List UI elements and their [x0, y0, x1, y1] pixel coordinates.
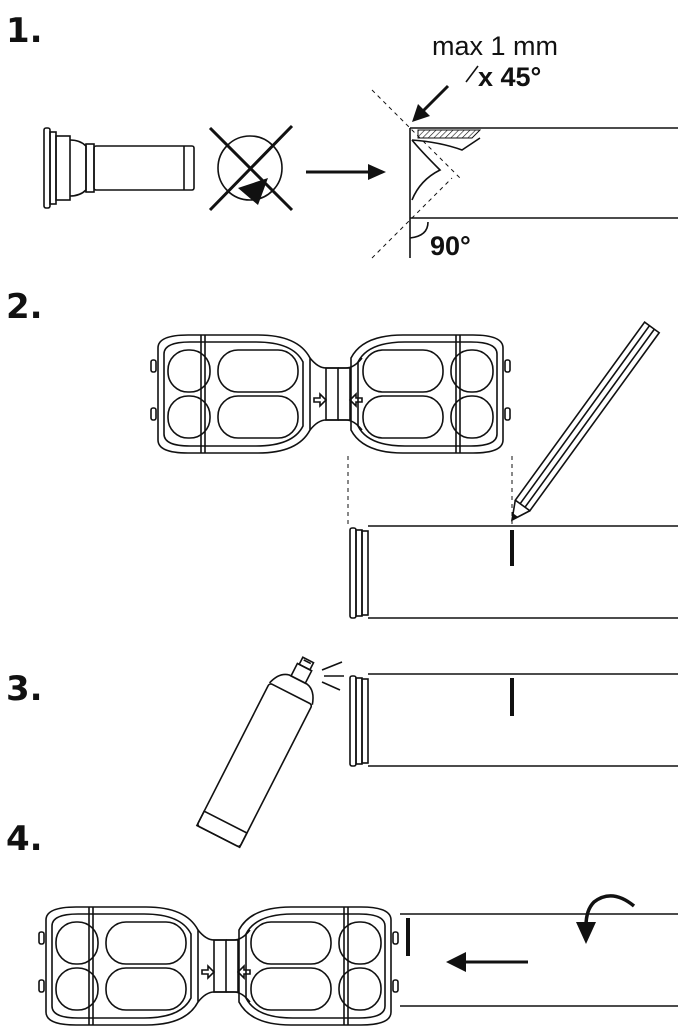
chamfer-size-label: max 1 mm — [432, 31, 558, 61]
arrow-right-icon — [306, 164, 386, 180]
spray-can-icon — [195, 656, 315, 849]
no-rotation-saw-icon — [208, 124, 294, 212]
pipe-end-icon — [43, 127, 195, 209]
step-3-number: 3. — [6, 669, 43, 709]
pipe-step-4 — [400, 913, 678, 1007]
chamfer-detail — [371, 84, 678, 259]
step-4-number: 4. — [6, 819, 43, 859]
pipe-step-2 — [349, 525, 678, 619]
right-angle-label: 90° — [430, 231, 471, 261]
arrow-left-icon — [446, 952, 528, 972]
step-1-number: 1. — [6, 11, 43, 51]
coupling-icon — [150, 334, 511, 454]
step-2-number: 2. — [6, 287, 43, 327]
pipe-step-3 — [349, 673, 678, 767]
pencil-icon — [510, 321, 661, 522]
coupling-icon — [38, 906, 399, 1026]
rotate-arrow-icon — [576, 894, 636, 944]
spray-lines — [321, 661, 344, 691]
chamfer-angle-label: x 45° — [478, 62, 541, 92]
